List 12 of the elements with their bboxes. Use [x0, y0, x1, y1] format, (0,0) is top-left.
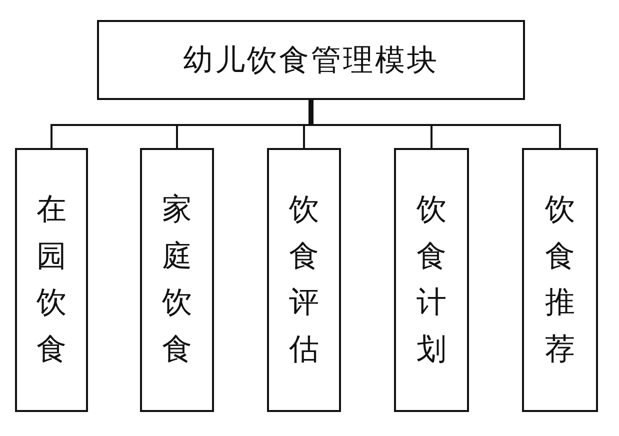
- box-label: 在园饮食: [36, 191, 66, 368]
- process-box: [267, 148, 341, 412]
- process-box: [15, 148, 88, 412]
- process-box: [394, 148, 469, 412]
- process-box: [140, 148, 214, 412]
- box-label: 饮食计划: [416, 191, 446, 368]
- box-label: 幼儿饮食管理模块: [183, 42, 439, 80]
- process-box: [522, 148, 598, 412]
- box-label: 家庭饮食: [162, 191, 192, 368]
- box-label: 饮食评估: [289, 191, 319, 368]
- process-box: [97, 20, 525, 100]
- box-label: 饮食推荐: [545, 191, 575, 368]
